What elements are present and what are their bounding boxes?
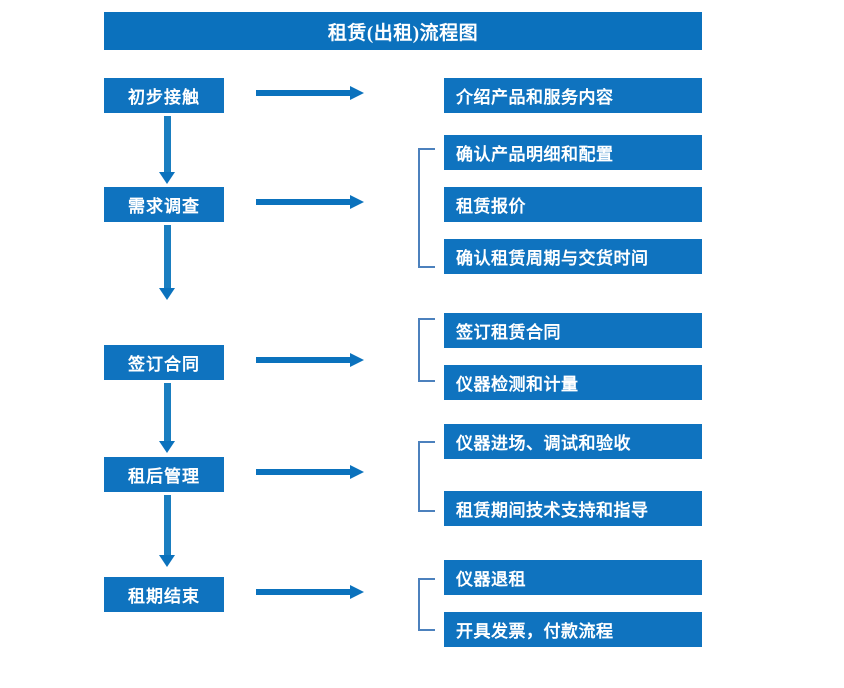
flow-arrow-right-5 [256,583,364,601]
page-title: 租赁(出租)流程图 [104,12,702,50]
flow-arrow-right-1 [256,84,364,102]
arrow-shaft [164,495,171,555]
group-bracket-5 [418,578,435,631]
flow-arrow-right-2 [256,193,364,211]
detail-box-2-2[interactable]: 租赁报价 [444,187,702,222]
arrow-head [159,172,175,184]
flow-arrow-right-4 [256,463,364,481]
flow-arrow-right-3 [256,351,364,369]
arrow-shaft [164,116,171,172]
detail-box-2-3[interactable]: 确认租赁周期与交货时间 [444,239,702,274]
detail-box-4-2[interactable]: 租赁期间技术支持和指导 [444,491,702,526]
detail-box-3-1[interactable]: 签订租赁合同 [444,313,702,348]
flow-arrow-down-3 [158,383,176,453]
detail-box-5-1[interactable]: 仪器退租 [444,560,702,595]
arrow-head [350,585,364,599]
flow-arrow-down-2 [158,225,176,300]
detail-box-4-1[interactable]: 仪器进场、调试和验收 [444,424,702,459]
detail-box-2-1[interactable]: 确认产品明细和配置 [444,135,702,170]
arrow-shaft [164,383,171,441]
group-bracket-4 [418,441,435,512]
arrow-shaft [256,589,350,595]
stage-box-4[interactable]: 租后管理 [104,457,224,492]
arrow-head [159,555,175,567]
flow-arrow-down-1 [158,116,176,184]
detail-box-1-1[interactable]: 介绍产品和服务内容 [444,78,702,113]
detail-box-3-2[interactable]: 仪器检测和计量 [444,365,702,400]
detail-box-5-2[interactable]: 开具发票，付款流程 [444,612,702,647]
arrow-shaft [256,90,350,96]
flow-arrow-down-4 [158,495,176,567]
arrow-head [350,465,364,479]
arrow-shaft [256,199,350,205]
stage-box-1[interactable]: 初步接触 [104,78,224,113]
stage-box-5[interactable]: 租期结束 [104,577,224,612]
arrow-head [350,86,364,100]
group-bracket-2 [418,148,435,268]
arrow-head [159,441,175,453]
stage-box-2[interactable]: 需求调查 [104,187,224,222]
arrow-head [159,288,175,300]
arrow-shaft [164,225,171,288]
group-bracket-3 [418,318,435,382]
arrow-head [350,353,364,367]
stage-box-3[interactable]: 签订合同 [104,345,224,380]
arrow-shaft [256,469,350,475]
arrow-head [350,195,364,209]
arrow-shaft [256,357,350,363]
